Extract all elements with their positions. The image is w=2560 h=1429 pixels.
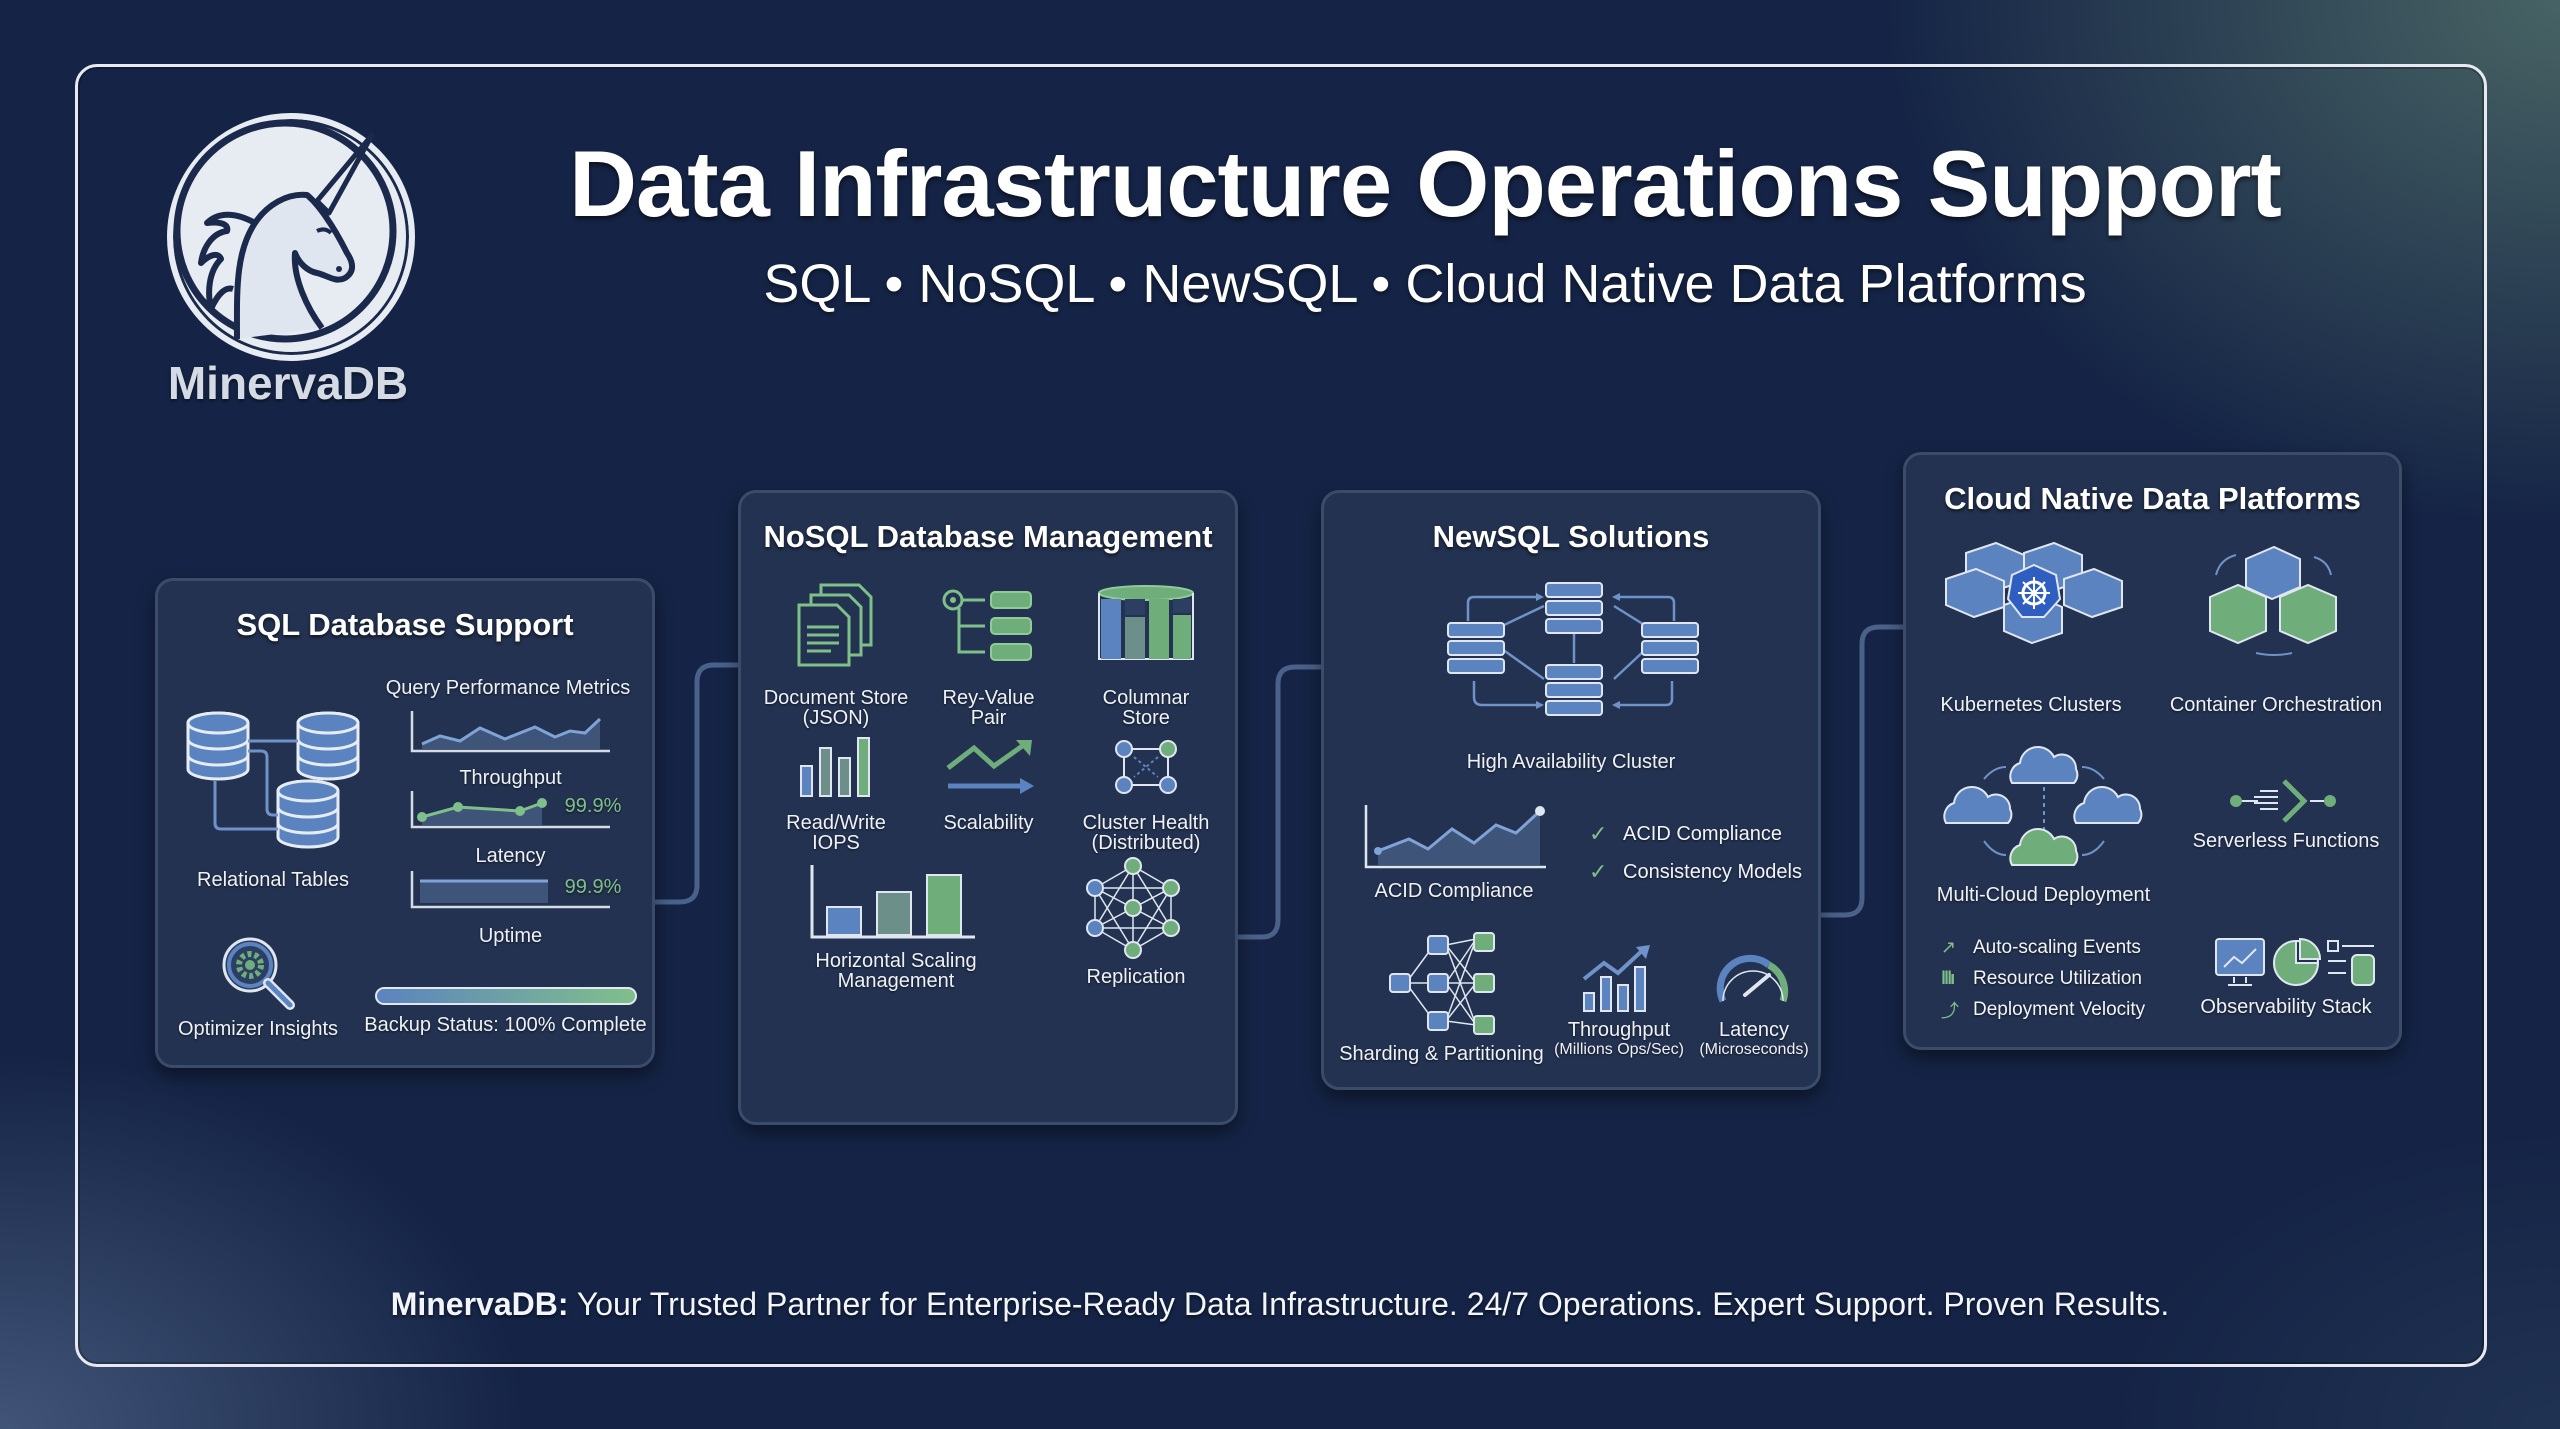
cloud-metric-item: ǀǀǀı Resource Utilization	[1941, 967, 2142, 989]
throughput-chart-icon	[410, 711, 610, 753]
containers-label: Container Orchestration	[2169, 694, 2383, 716]
logo-badge	[167, 113, 415, 361]
arrow-up-right-icon: ↗	[1941, 937, 1957, 957]
nosql-item-label: Scalability	[943, 812, 1034, 834]
footer-tagline: MinervaDB: Your Trusted Partner for Ente…	[300, 1286, 2260, 1323]
optimizer-label: Optimizer Insights	[177, 1018, 339, 1040]
container-cubes-icon	[2209, 545, 2337, 656]
serverless-function-icon	[2230, 779, 2336, 823]
horizontal-scaling-chart-icon	[810, 865, 975, 939]
nosql-item-sublabel: IOPS	[812, 832, 860, 854]
panel-title: SQL Database Support	[236, 607, 574, 642]
serverless-label: Serverless Functions	[2192, 830, 2380, 852]
nosql-item-label: Document Store	[763, 687, 909, 709]
latency-label: Latency	[475, 845, 546, 867]
multicloud-label: Multi-Cloud Deployment	[1936, 884, 2151, 906]
documents-icon	[797, 583, 873, 667]
nosql-item-sublabel: Store	[1122, 707, 1170, 729]
database-cylinders-icon	[186, 711, 360, 849]
bars-icon: ǀǀǀı	[1941, 968, 1955, 988]
throughput-sublabel: (Millions Ops/Sec)	[1554, 1041, 1684, 1058]
nosql-item-label: Replication	[1086, 966, 1186, 988]
monitor-pie-list-icon	[2215, 937, 2375, 986]
nosql-item-label: Cluster Health	[1082, 812, 1210, 834]
metrics-heading: Query Performance Metrics	[385, 677, 631, 699]
panel-sql: SQL Database Support Relational Tables Q…	[155, 578, 655, 1068]
footer-text: Your Trusted Partner for Enterprise-Read…	[568, 1286, 2170, 1322]
trend-arrow-icon	[946, 739, 1034, 794]
nosql-item-sublabel: (Distributed)	[1091, 832, 1201, 854]
throughput-label: Throughput	[1567, 1019, 1671, 1041]
latency-sublabel: (Microseconds)	[1699, 1041, 1809, 1058]
nosql-item-label: Horizontal Scaling	[815, 950, 977, 972]
page-title: Data Infrastructure Operations Support	[569, 131, 2282, 236]
mesh-network-icon	[1086, 857, 1180, 959]
check-icon: ✓	[1589, 821, 1608, 846]
footer-brand: MinervaDB:	[390, 1286, 569, 1322]
cloud-metric-item: ⤴ Deployment Velocity	[1941, 998, 2146, 1021]
kubernetes-label: Kubernetes Clusters	[1940, 694, 2122, 716]
latency-value: 99.9%	[564, 795, 622, 817]
panel-title: NewSQL Solutions	[1432, 519, 1710, 554]
acid-area-chart-icon	[1364, 805, 1546, 869]
unicorn-icon	[173, 119, 397, 343]
brand-name: MinervaDB	[167, 357, 409, 409]
check-icon: ✓	[1589, 859, 1608, 884]
checklist-item: ✓ Consistency Models	[1589, 859, 1802, 884]
panel-cloud: Cloud Native Data Platforms Kubernetes C…	[1903, 452, 2402, 1050]
nosql-item-sublabel: Management	[837, 970, 955, 992]
panel-nosql: NoSQL Database Management Document Store…	[738, 490, 1238, 1125]
checklist: ✓ ACID Compliance ✓ Consistency Models	[1589, 815, 1802, 891]
backup-status-label: Backup Status: 100% Complete	[364, 1014, 647, 1036]
checklist-item: ✓ ACID Compliance	[1589, 821, 1782, 846]
magnifier-gear-icon	[222, 937, 295, 1010]
observability-label: Observability Stack	[2200, 996, 2372, 1018]
ha-cluster-label: High Availability Cluster	[1466, 751, 1676, 773]
cluster-nodes-icon	[1115, 740, 1177, 794]
nosql-item-sublabel: (JSON)	[802, 707, 870, 729]
nosql-item-label: Read/Write	[786, 812, 886, 834]
uptime-chart-icon	[410, 871, 610, 909]
key-value-icon	[942, 589, 1032, 661]
panel-newsql: NewSQL Solutions High Availability Clust…	[1321, 490, 1821, 1090]
panel-title: NoSQL Database Management	[763, 519, 1213, 554]
gauge-icon	[1716, 954, 1789, 1003]
acid-chart-label: ACID Compliance	[1374, 880, 1534, 902]
page-subtitle: SQL • NoSQL • NewSQL • Cloud Native Data…	[763, 254, 2087, 314]
server-cluster-icon	[1447, 582, 1699, 716]
panel-title: Cloud Native Data Platforms	[1944, 481, 2361, 516]
nosql-item-label: Rey-Value	[942, 687, 1035, 709]
trend-line-icon: ⤴	[1941, 1000, 1959, 1021]
growth-bars-icon	[1582, 945, 1650, 1012]
uptime-value: 99.9%	[564, 876, 622, 898]
nosql-item-sublabel: Pair	[970, 707, 1007, 729]
bar-chart-icon	[800, 737, 870, 797]
cloud-metric-item: ↗ Auto-scaling Events	[1941, 936, 2141, 958]
sharding-network-icon	[1389, 932, 1495, 1035]
latency-label: Latency	[1718, 1019, 1790, 1041]
cloud-metrics-list: ↗ Auto-scaling Events ǀǀǀı Resource Util…	[1941, 932, 2145, 1025]
multi-cloud-icon	[1943, 746, 2143, 866]
kubernetes-cubes-icon	[1945, 541, 2123, 645]
relational-tables-label: Relational Tables	[197, 869, 349, 891]
backup-progress-bar	[375, 987, 637, 1005]
uptime-label: Uptime	[478, 925, 543, 947]
nosql-item-label: Columnar	[1102, 687, 1190, 709]
throughput-label: Throughput	[459, 767, 562, 789]
outer-frame	[75, 64, 2487, 1367]
latency-chart-icon	[410, 791, 610, 829]
columnar-store-icon	[1098, 585, 1194, 660]
sharding-label: Sharding & Partitioning	[1339, 1043, 1544, 1065]
